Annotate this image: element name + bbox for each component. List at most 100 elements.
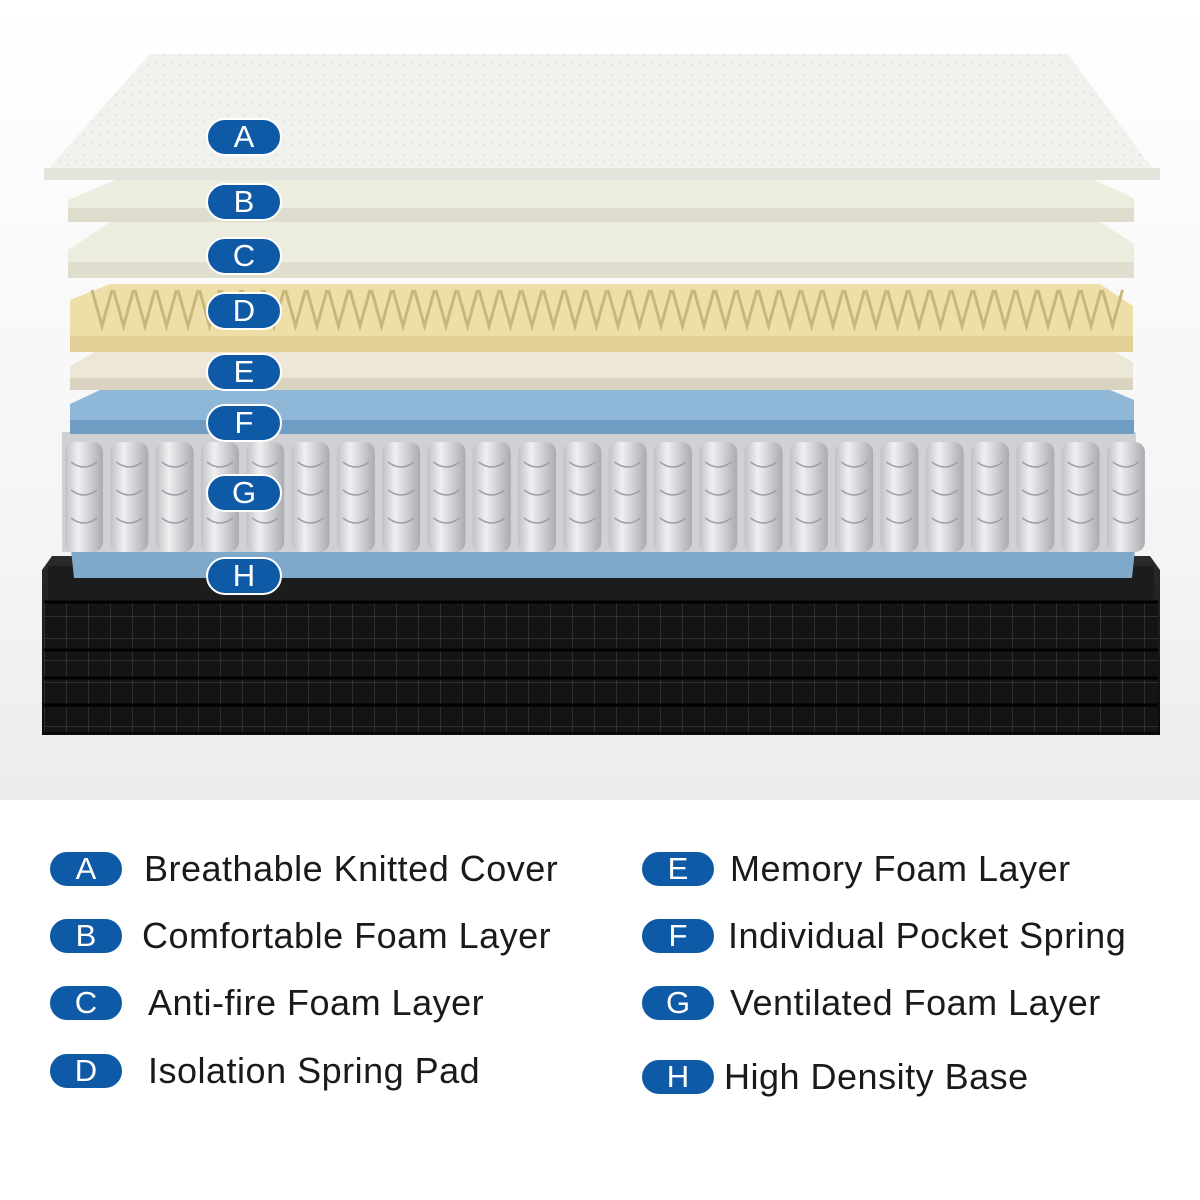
isolation-pad-ridge xyxy=(972,289,995,332)
pocket-spring-coil xyxy=(750,461,777,524)
legend-badge: D xyxy=(48,1052,124,1090)
isolation-pad-layer xyxy=(70,284,1133,350)
pocket-spring-coil xyxy=(840,461,868,524)
memory-foam-edge xyxy=(70,378,1133,390)
pocket-spring-coil xyxy=(568,461,596,524)
layer-tag-e: E xyxy=(206,353,282,391)
layer-tag-f: F xyxy=(206,404,282,442)
pocket-spring-coil xyxy=(342,461,370,524)
base-seams xyxy=(44,600,1158,707)
isolation-pad-ridge xyxy=(1058,289,1081,332)
knitted-cover-layer xyxy=(44,54,1160,178)
pocket-spring-coil xyxy=(70,461,98,524)
base-quilted-side xyxy=(44,602,1158,732)
isolation-pad-ridge xyxy=(434,289,458,332)
isolation-pad-ridge xyxy=(821,289,845,332)
blue-foam-edge xyxy=(70,420,1134,434)
isolation-pad-ridge xyxy=(1079,289,1103,332)
isolation-pad-ridge xyxy=(993,289,1017,332)
pocket-spring-coil xyxy=(523,461,551,524)
isolation-pad-ridge xyxy=(606,289,630,332)
legend-label: Isolation Spring Pad xyxy=(148,1050,481,1091)
legend-badge: B xyxy=(48,917,124,955)
pocket-spring-coil xyxy=(1021,461,1049,524)
legend-label: Ventilated Foam Layer xyxy=(730,982,1101,1023)
isolation-pad-ridge xyxy=(735,289,759,332)
pocket-spring xyxy=(336,442,375,552)
pocket-spring-coil xyxy=(659,461,687,524)
mattress-layers-illustration xyxy=(42,54,1160,735)
pocket-spring-coil xyxy=(161,461,189,524)
isolation-pad-ridge xyxy=(90,289,114,332)
pocket-spring-coil xyxy=(387,461,415,524)
layer-tag-g: G xyxy=(206,474,282,512)
isolation-pad-ridge xyxy=(391,289,415,332)
isolation-pad-ridge xyxy=(284,289,307,332)
pocket-spring-coil xyxy=(115,461,143,524)
isolation-pad-ridge xyxy=(1015,289,1038,332)
pocket-spring-coil xyxy=(795,461,823,524)
isolation-pad-ridge xyxy=(542,289,565,332)
legend-label: Memory Foam Layer xyxy=(730,848,1071,889)
legend-badge: C xyxy=(48,984,124,1022)
legend-badge: E xyxy=(640,850,716,888)
pocket-spring xyxy=(382,442,421,552)
pocket-spring-coil xyxy=(704,461,732,524)
pocket-spring xyxy=(699,442,738,552)
legend-item-e: E Memory Foam Layer xyxy=(640,847,1071,891)
legend-label: Comfortable Foam Layer xyxy=(142,915,552,956)
isolation-pad-ridge xyxy=(1101,289,1124,332)
isolation-pad-ridge xyxy=(370,289,393,332)
legend-badge: F xyxy=(640,917,716,955)
pocket-spring xyxy=(427,442,466,552)
knitted-cover-edge xyxy=(44,168,1160,180)
pocket-spring xyxy=(518,442,556,552)
pocket-spring-coil xyxy=(614,461,642,524)
isolation-pad-ridge xyxy=(778,289,802,332)
isolation-pad-ridge xyxy=(800,289,823,332)
isolation-pad-ridge xyxy=(757,289,780,332)
anti-fire-foam-edge xyxy=(68,262,1134,278)
isolation-pad-ridge xyxy=(1036,289,1060,332)
legend-label: Anti-fire Foam Layer xyxy=(148,982,485,1023)
isolation-pad-ridge xyxy=(929,289,952,332)
isolation-pad-ridge xyxy=(563,289,587,332)
pocket-spring-coil xyxy=(432,461,460,524)
layer-tag-b: B xyxy=(206,183,282,221)
isolation-pad-ridge xyxy=(327,289,350,332)
isolation-pad-ridge xyxy=(155,289,178,332)
comfort-foam-edge xyxy=(68,208,1134,222)
pocket-spring xyxy=(971,442,1009,552)
pocket-spring xyxy=(110,442,149,552)
isolation-pad-edge xyxy=(70,336,1133,352)
isolation-pad-ridge xyxy=(477,289,501,332)
pocket-spring-coil xyxy=(885,461,913,524)
pocket-spring xyxy=(1016,442,1055,552)
legend-item-b: B Comfortable Foam Layer xyxy=(48,914,551,958)
isolation-pad-ridge xyxy=(843,289,866,332)
pocket-spring-coil xyxy=(1067,461,1095,524)
pocket-spring-coil xyxy=(297,461,324,524)
legend-badge: G xyxy=(640,984,716,1022)
isolation-pad-ridge xyxy=(520,289,544,332)
isolation-pad-ridge xyxy=(176,289,200,332)
layer-tag-c: C xyxy=(206,237,282,275)
pocket-spring xyxy=(835,442,874,552)
isolation-pad-ridge xyxy=(649,289,673,332)
isolation-pad-ridge xyxy=(413,289,436,332)
pocket-spring xyxy=(608,442,647,552)
legend-label: High Density Base xyxy=(724,1056,1029,1097)
legend-label: Breathable Knitted Cover xyxy=(144,848,559,889)
isolation-pad-ridge xyxy=(305,289,329,332)
legend-item-c: C Anti-fire Foam Layer xyxy=(48,981,484,1025)
isolation-pad-ridge xyxy=(499,289,522,332)
pocket-spring xyxy=(880,442,919,552)
pocket-spring xyxy=(65,442,103,552)
isolation-pad-ridge xyxy=(886,289,909,332)
layer-tag-h: H xyxy=(206,557,282,595)
pocket-spring xyxy=(563,442,602,552)
